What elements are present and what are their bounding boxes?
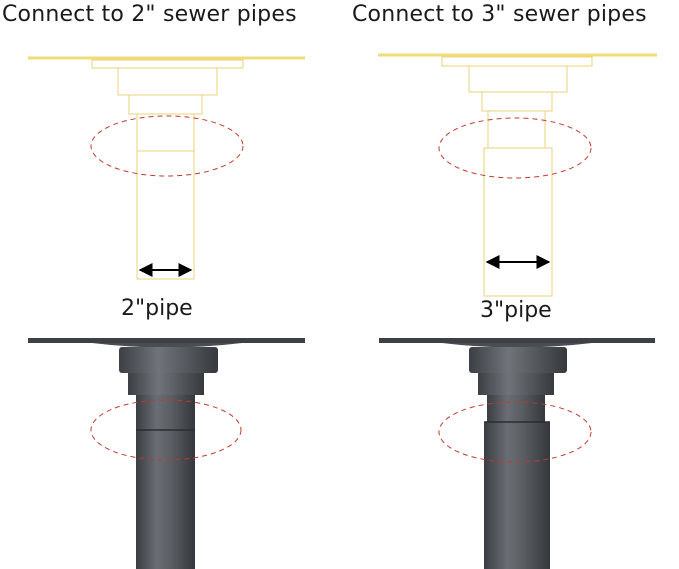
drain-neck <box>481 91 553 112</box>
connection-highlight <box>438 117 592 179</box>
drain-collar <box>119 347 218 373</box>
connection-highlight <box>90 115 244 177</box>
heading-2-inch: Connect to 2" sewer pipes <box>2 2 297 27</box>
connection-highlight <box>438 401 592 463</box>
drain-neck <box>128 94 203 115</box>
pipe-label-3-inch: 3"pipe <box>480 298 552 323</box>
flange <box>28 338 305 343</box>
inner-pipe <box>487 110 546 149</box>
flange-plate <box>91 59 244 69</box>
connection-highlight <box>90 399 242 461</box>
sewer-pipe-3-inch <box>484 422 550 569</box>
drain-body <box>117 67 218 96</box>
heading-3-inch: Connect to 3" sewer pipes <box>352 2 647 27</box>
inner-pipe <box>136 113 195 152</box>
drain-neck <box>478 373 554 395</box>
line-drawing-2-inch <box>28 56 305 280</box>
drain-body <box>468 65 568 93</box>
flange <box>379 338 655 343</box>
drain-collar <box>469 347 567 373</box>
inner-pipe <box>487 395 545 422</box>
sewer-pipe-2-inch <box>136 430 195 569</box>
drain-neck <box>128 373 204 395</box>
inner-pipe <box>136 395 195 430</box>
line-drawing-3-inch <box>378 53 657 297</box>
flange-plate <box>441 56 593 67</box>
pipe-label-2-inch: 2"pipe <box>121 296 193 321</box>
product-render-3-inch <box>379 338 655 569</box>
product-render-2-inch <box>28 338 305 569</box>
sewer-pipe-2-inch <box>136 150 195 280</box>
sewer-pipe-3-inch <box>483 147 553 297</box>
